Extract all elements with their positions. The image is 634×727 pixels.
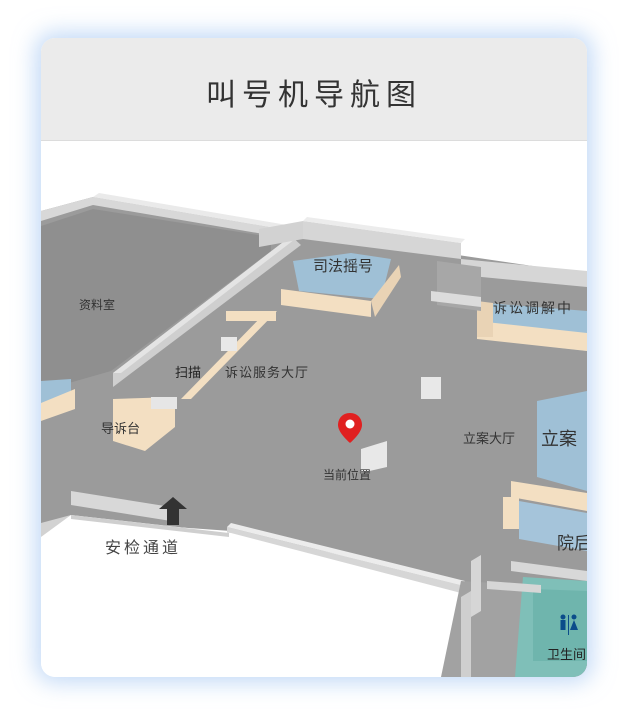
- label-judicial-lottery: 司法摇号: [313, 257, 373, 275]
- location-pin-icon: [338, 413, 362, 443]
- label-scan: 扫描: [175, 366, 201, 381]
- label-restroom: 卫生间: [547, 648, 586, 663]
- restroom-icon: [560, 614, 578, 635]
- label-security: 安检通道: [105, 538, 181, 557]
- label-filing-hall: 立案大厅: [463, 432, 515, 447]
- floor-map[interactable]: 资料室 司法摇号 诉讼调解中 扫描 诉讼服务大厅 导诉台 立案大厅 立案 安检通…: [41, 141, 587, 677]
- label-courtyard: 院后: [557, 534, 587, 554]
- arrow-icon: [159, 497, 187, 525]
- page-title: 叫号机导航图: [206, 78, 422, 113]
- label-service-hall: 诉讼服务大厅: [225, 365, 309, 381]
- nav-card: 叫号机导航图: [41, 38, 587, 677]
- label-mediation: 诉讼调解中: [493, 301, 573, 317]
- label-materials-room: 资料室: [79, 297, 115, 312]
- header: 叫号机导航图: [41, 38, 587, 141]
- label-current-location: 当前位置: [323, 467, 371, 482]
- label-filing-large: 立案: [541, 429, 577, 450]
- label-guide-desk: 导诉台: [101, 422, 140, 437]
- floor-map-svg: 资料室 司法摇号 诉讼调解中 扫描 诉讼服务大厅 导诉台 立案大厅 立案 安检通…: [41, 193, 587, 677]
